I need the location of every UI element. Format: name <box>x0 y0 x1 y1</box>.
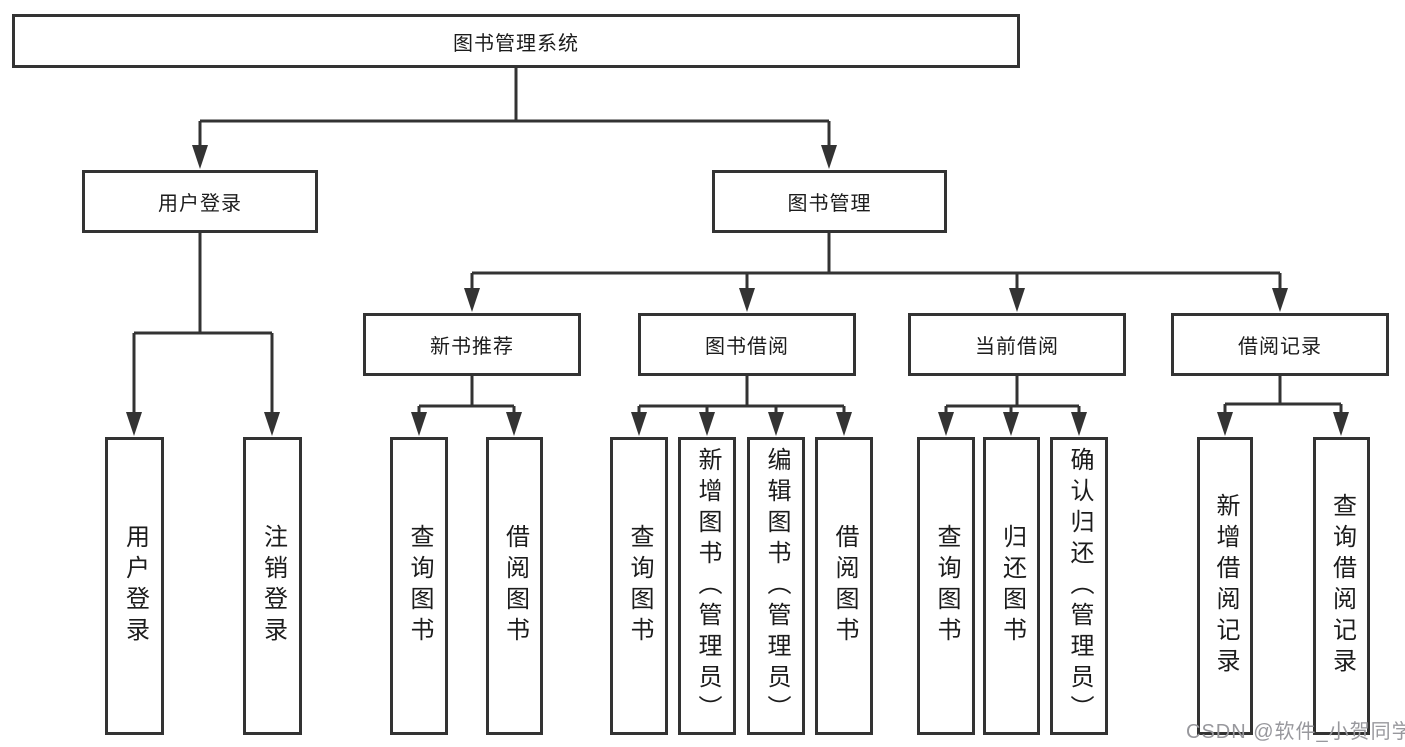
leaf-user-login: 用户登录 <box>105 437 164 735</box>
arrowhead <box>264 412 280 436</box>
connector-current-borrow <box>944 376 1081 416</box>
node-label: 新书推荐 <box>430 336 514 358</box>
node-library-management-system: 图书管理系统 <box>12 14 1020 68</box>
node-label: 用户登录 <box>158 193 242 215</box>
node-current-borrow: 当前借阅 <box>908 313 1126 376</box>
node-label: 注销登录 <box>259 524 287 648</box>
connector-book-borrow <box>637 376 846 416</box>
arrowhead <box>1009 288 1025 312</box>
arrowhead <box>836 412 852 436</box>
leaf-logout: 注销登录 <box>243 437 302 735</box>
node-label: 图书借阅 <box>705 336 789 358</box>
leaf-return-books: 归还图书 <box>983 437 1040 735</box>
arrowhead <box>192 145 208 169</box>
arrowhead <box>1333 412 1349 436</box>
arrowhead <box>411 412 427 436</box>
node-label: 借阅记录 <box>1238 336 1322 358</box>
connector-user-login <box>132 233 274 416</box>
node-new-book-recommend: 新书推荐 <box>363 313 581 376</box>
arrowhead <box>1272 288 1288 312</box>
leaf-add-book-admin: 新增图书（管理员） <box>678 437 736 735</box>
node-label: 确认归还（管理员） <box>1066 446 1093 726</box>
arrowhead <box>938 412 954 436</box>
arrowhead <box>1071 412 1087 436</box>
node-label: 新增借阅记录 <box>1212 493 1239 679</box>
node-label: 归还图书 <box>998 524 1026 648</box>
connector-new-book-recommend <box>417 376 516 416</box>
arrowhead <box>631 412 647 436</box>
node-label: 图书管理系统 <box>453 32 579 55</box>
node-label: 当前借阅 <box>975 336 1059 358</box>
arrowhead <box>768 412 784 436</box>
arrowhead <box>1003 412 1019 436</box>
arrowheads <box>126 145 1349 436</box>
csdn-watermark: CSDN @软件_小贺同学 <box>1186 721 1405 743</box>
node-label: 查询图书 <box>626 524 653 648</box>
arrowhead <box>126 412 142 436</box>
leaf-query-books-recommend: 查询图书 <box>390 437 448 735</box>
node-label: 用户登录 <box>121 524 149 648</box>
node-label: 编辑图书（管理员） <box>763 446 790 726</box>
leaf-query-books-borrow: 查询图书 <box>610 437 668 735</box>
connector-borrow-records <box>1223 376 1343 416</box>
node-borrow-records: 借阅记录 <box>1171 313 1389 376</box>
leaf-add-borrow-record: 新增借阅记录 <box>1197 437 1253 735</box>
node-label: 借阅图书 <box>501 524 529 648</box>
arrowhead <box>464 288 480 312</box>
arrowhead <box>506 412 522 436</box>
arrowhead <box>739 288 755 312</box>
leaf-borrow-books: 借阅图书 <box>815 437 873 735</box>
leaf-query-borrow-record: 查询借阅记录 <box>1313 437 1370 735</box>
node-label: 新增图书（管理员） <box>694 446 721 726</box>
node-label: 查询图书 <box>406 524 433 648</box>
node-label: 图书管理 <box>787 193 872 215</box>
leaf-borrow-books-recommend: 借阅图书 <box>486 437 543 735</box>
node-label: 借阅图书 <box>831 524 858 648</box>
node-label: 查询借阅记录 <box>1328 493 1356 679</box>
node-book-management: 图书管理 <box>712 170 947 233</box>
node-book-borrow: 图书借阅 <box>638 313 856 376</box>
leaf-query-books-current: 查询图书 <box>917 437 975 735</box>
arrowhead <box>821 145 837 169</box>
arrowhead <box>1217 412 1233 436</box>
connector-book-management <box>470 233 1282 292</box>
node-user-login: 用户登录 <box>82 170 318 233</box>
leaf-edit-book-admin: 编辑图书（管理员） <box>747 437 805 735</box>
node-label: 查询图书 <box>933 524 960 648</box>
connector-root <box>198 68 831 150</box>
leaf-confirm-return-admin: 确认归还（管理员） <box>1050 437 1108 735</box>
arrowhead <box>699 412 715 436</box>
